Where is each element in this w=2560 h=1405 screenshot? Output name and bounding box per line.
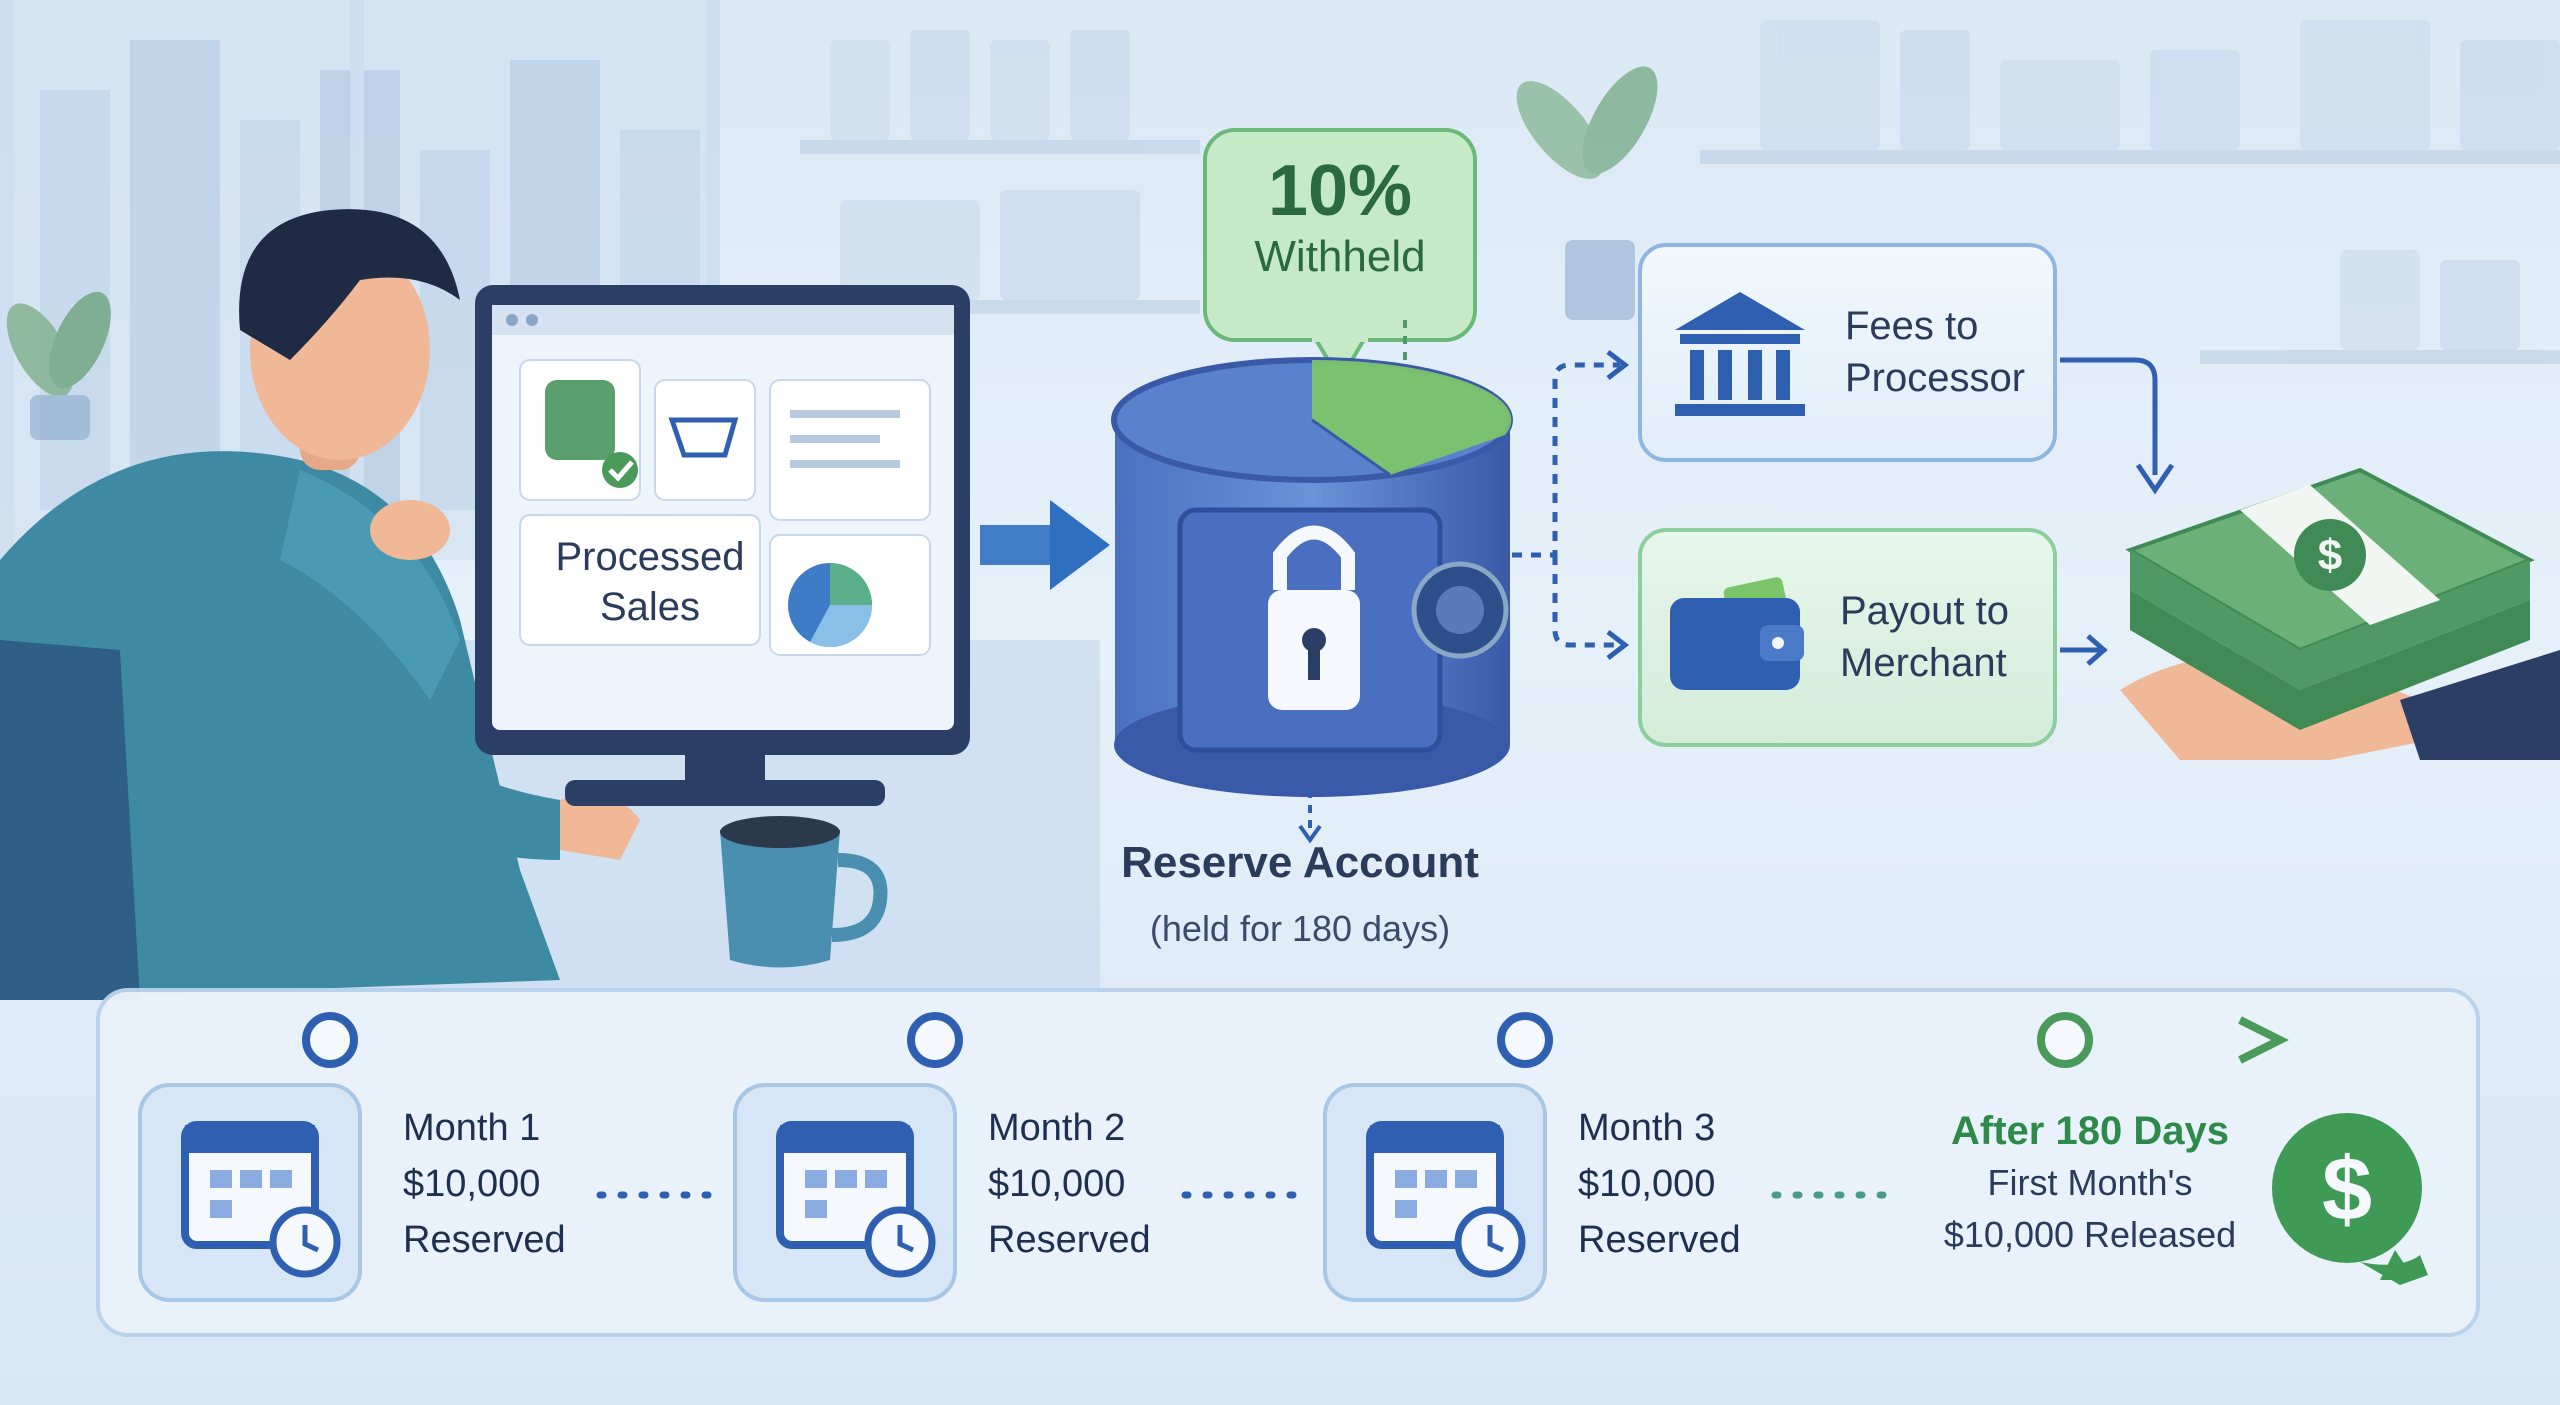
month-1-label: Month 1 bbox=[403, 1107, 541, 1149]
background-shelves bbox=[800, 20, 2560, 364]
release-line-1: First Month's bbox=[1987, 1162, 2193, 1203]
svg-text:$: $ bbox=[2318, 531, 2342, 580]
reserve-account-title: Reserve Account bbox=[1121, 838, 1479, 887]
calendar-icon-month-2 bbox=[733, 1083, 957, 1302]
timeline-panel: $ bbox=[96, 988, 2480, 1337]
fees-label: Fees to Processor bbox=[1845, 300, 2025, 404]
timeline-month-3: Month 3 $10,000 Reserved bbox=[1578, 1100, 1741, 1268]
reserve-vault bbox=[1111, 357, 1513, 844]
withheld-label: Withheld bbox=[1254, 232, 1426, 281]
withheld-percent: 10% bbox=[1267, 151, 1413, 231]
timeline-month-2: Month 2 $10,000 Reserved bbox=[988, 1100, 1151, 1268]
reserve-account-subtitle: (held for 180 days) bbox=[1149, 908, 1451, 949]
wallet-icon bbox=[1670, 577, 1804, 690]
month-3-label: Month 3 bbox=[1578, 1107, 1716, 1149]
month-2-amount: $10,000 bbox=[988, 1163, 1126, 1205]
payout-label: Payout to Merchant bbox=[1840, 585, 2009, 689]
release-heading: After 180 Days bbox=[1951, 1109, 2229, 1153]
plant-left bbox=[6, 291, 111, 440]
payout-line-1: Payout to bbox=[1840, 589, 2010, 633]
calendar-icon-month-3 bbox=[1323, 1083, 1547, 1302]
month-2-status: Reserved bbox=[988, 1219, 1151, 1261]
month-1-status: Reserved bbox=[403, 1219, 566, 1261]
plant-right bbox=[1516, 66, 1658, 320]
fees-card bbox=[1638, 243, 2057, 462]
timeline-release: After 180 Days First Month's $10,000 Rel… bbox=[1900, 1105, 2280, 1261]
calendar-icon-month-1 bbox=[138, 1083, 362, 1302]
computer-monitor bbox=[475, 285, 970, 806]
month-3-amount: $10,000 bbox=[1578, 1163, 1716, 1205]
person-at-computer bbox=[0, 209, 640, 1001]
month-1-amount: $10,000 bbox=[403, 1163, 541, 1205]
timeline-month-1: Month 1 $10,000 Reserved bbox=[403, 1100, 566, 1268]
withheld-bubble bbox=[1203, 128, 1477, 390]
split-arrows bbox=[1512, 350, 2175, 666]
payout-line-2: Merchant bbox=[1840, 641, 2007, 685]
processed-sales-line-1: Processed bbox=[555, 535, 745, 579]
fees-line-1: Fees to bbox=[1845, 304, 1979, 348]
release-line-2: $10,000 Released bbox=[1943, 1214, 2237, 1255]
processed-sales-line-2: Sales bbox=[599, 585, 701, 629]
coffee-mug bbox=[720, 816, 888, 968]
dollar-release-icon: $ bbox=[2272, 1113, 2428, 1285]
cash-stack: $ bbox=[2120, 467, 2560, 760]
fees-line-2: Processor bbox=[1845, 356, 2026, 400]
month-3-status: Reserved bbox=[1578, 1219, 1741, 1261]
arrow-sales-to-reserve bbox=[980, 500, 1110, 590]
payout-card bbox=[1638, 528, 2057, 747]
month-2-label: Month 2 bbox=[988, 1107, 1126, 1149]
bank-icon bbox=[1675, 292, 1805, 416]
processed-sales-label: Processed Sales bbox=[520, 532, 780, 632]
svg-text:$: $ bbox=[2322, 1140, 2372, 1240]
